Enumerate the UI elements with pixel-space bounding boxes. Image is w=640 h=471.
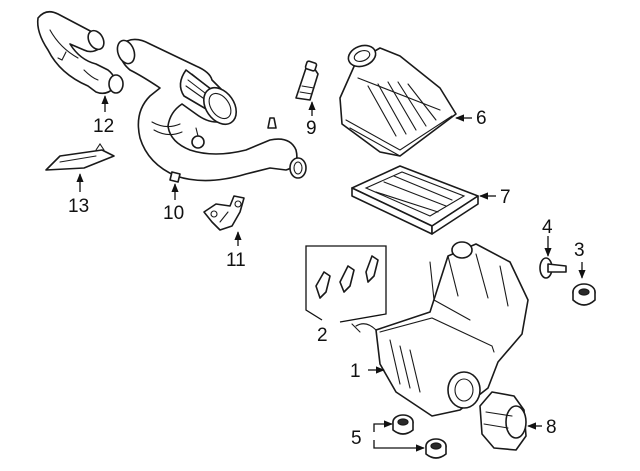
callout-6: 6 <box>476 108 487 129</box>
callout-5: 5 <box>351 428 362 449</box>
part-13-bracket <box>45 143 115 171</box>
callout-4: 4 <box>542 217 553 238</box>
callout-11: 11 <box>226 250 246 271</box>
part-4-push-pin <box>539 257 567 279</box>
callout-3: 3 <box>574 240 585 261</box>
part-11-mount-bracket <box>203 195 245 231</box>
callout-1: 1 <box>350 361 361 382</box>
part-8-duct <box>479 391 527 451</box>
part-12-inlet-duct <box>36 10 124 95</box>
part-6-air-cleaner-cover <box>339 44 457 157</box>
callout-13: 13 <box>68 196 89 217</box>
part-1-air-cleaner-box <box>351 241 529 417</box>
callout-12: 12 <box>93 116 114 137</box>
callout-8: 8 <box>546 417 557 438</box>
part-10-intake-tube <box>116 38 307 183</box>
callout-10: 10 <box>163 203 184 224</box>
callout-labels: 1 2 3 4 5 6 7 8 9 10 11 12 13 <box>68 108 585 449</box>
leader-lines <box>76 95 586 452</box>
part-2-clips <box>315 255 379 299</box>
part-7-air-filter <box>351 165 479 235</box>
callout-7: 7 <box>500 187 511 208</box>
part-9-sensor <box>295 60 319 101</box>
callout-9: 9 <box>306 118 317 139</box>
part-5-grommets <box>392 414 447 459</box>
part-3-grommet <box>572 283 596 306</box>
callout-2: 2 <box>317 325 328 346</box>
